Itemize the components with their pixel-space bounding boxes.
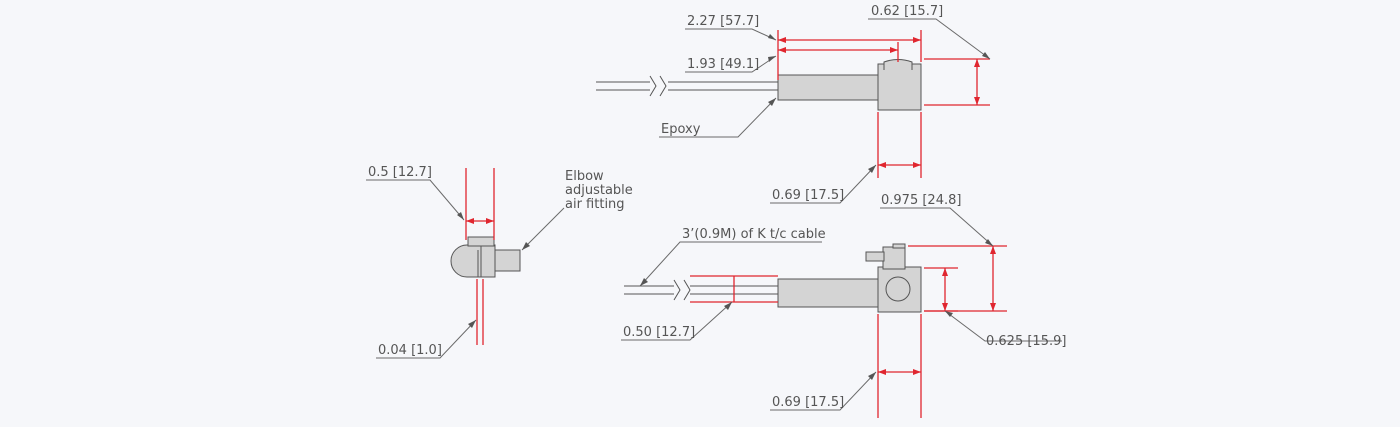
dim-top-head-width xyxy=(877,112,922,178)
side-fitting-top xyxy=(882,246,906,270)
label-slot-width: 0.5 [12.7] xyxy=(368,165,432,180)
side-cable xyxy=(624,279,778,301)
dim-overall-length xyxy=(777,30,922,80)
label-cable: 3’(0.9M) of K t/c cable xyxy=(682,227,826,242)
dim-wall xyxy=(476,279,484,345)
label-top-head-height: 0.62 [15.7] xyxy=(871,4,943,19)
top-epoxy-body xyxy=(777,74,879,101)
dim-side-head-width xyxy=(877,314,922,418)
label-side-head-width: 0.69 [17.5] xyxy=(772,395,844,410)
label-top-head-width: 0.69 [17.5] xyxy=(772,188,844,203)
dim-cable-offset xyxy=(690,275,778,303)
top-view: 2.27 [57.7] 1.93 [49.1] 0.62 [15.7] Epox… xyxy=(596,4,991,204)
label-cable-offset: 0.50 [12.7] xyxy=(623,325,695,340)
side-view: 0.975 [24.8] 3’(0.9M) of K t/c cable 0.5… xyxy=(621,193,1066,418)
dim-bore xyxy=(924,267,958,312)
dim-slot-width xyxy=(465,168,495,240)
label-fitting-line-3: air fitting xyxy=(565,197,625,212)
label-body-length: 1.93 [49.1] xyxy=(687,57,759,72)
label-overall-height: 0.975 [24.8] xyxy=(881,193,961,208)
label-fitting-line-1: Elbow xyxy=(565,169,604,184)
side-epoxy-body xyxy=(777,278,879,308)
side-fitting-nozzle xyxy=(865,251,885,262)
dim-body-length xyxy=(778,42,899,62)
label-overall-length: 2.27 [57.7] xyxy=(687,14,759,29)
label-fitting-line-2: adjustable xyxy=(565,183,633,198)
top-cable xyxy=(596,75,778,97)
end-view: 0.5 [12.7] Elbow adjustable air fitting … xyxy=(366,165,633,359)
side-bore xyxy=(885,276,911,302)
top-head xyxy=(877,63,922,111)
dim-head-height xyxy=(924,58,990,106)
end-head xyxy=(450,244,496,278)
label-wall: 0.04 [1.0] xyxy=(378,343,442,358)
label-epoxy: Epoxy xyxy=(661,122,701,137)
label-bore: 0.625 [15.9] xyxy=(986,334,1066,349)
dim-overall-height xyxy=(908,245,1007,312)
